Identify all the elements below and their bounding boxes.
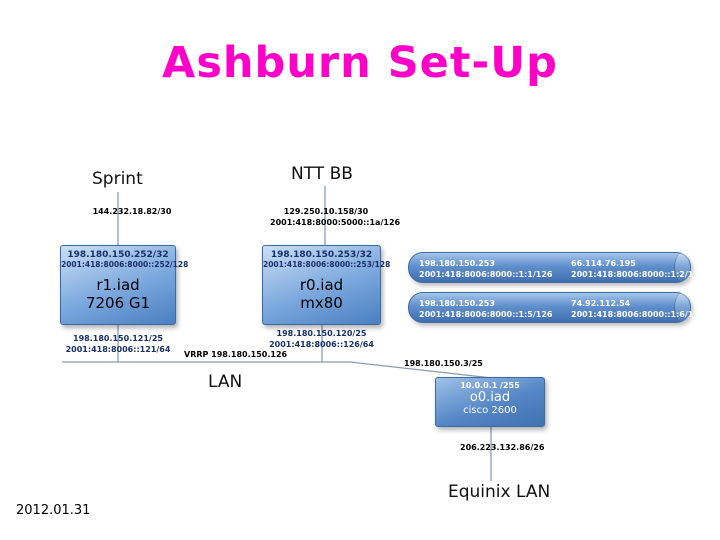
ntt-link-ipv6: 2001:418:8000:5000::1a/126 xyxy=(270,218,401,228)
r0-ipv4: 198.180.150.253/32 xyxy=(270,250,373,260)
r0-ipv6: 2001:418:8006:8000::253/128 xyxy=(263,260,391,269)
r1-model: 7206 G1 xyxy=(85,294,151,312)
o0-downlink-ip: 206.223.132.86/26 xyxy=(460,443,545,452)
tunnel-2-left-ipv6: 2001:418:8006:8000::1:5/126 xyxy=(419,310,553,320)
o0-ip: 10.0.0.1 /255 xyxy=(460,381,520,390)
page-title: Ashburn Set-Up xyxy=(162,38,558,88)
tunnel-2-cylinder: 198.180.150.253 2001:418:8006:8000::1:5/… xyxy=(408,292,704,323)
label-lan: LAN xyxy=(208,372,243,392)
r1-ipv6: 2001:418:8006:8000::252/128 xyxy=(61,260,189,269)
sprint-link-ip: 144.232.18.82/30 xyxy=(92,207,172,216)
r1-lan-ipv4: 198.180.150.121/25 xyxy=(73,334,163,343)
label-sprint: Sprint xyxy=(92,169,143,189)
tunnel-1-left-ipv4: 198.180.150.253 xyxy=(419,259,495,268)
label-equinix-lan: Equinix LAN xyxy=(448,482,551,502)
tunnel-1-left-endpoint: 198.180.150.253 2001:418:8006:8000::1:1/… xyxy=(419,258,552,280)
router-r1-box: 198.180.150.252/32 2001:418:8006:8000::2… xyxy=(60,245,189,325)
tunnel-1-cylinder: 198.180.150.253 2001:418:8006:8000::1:1/… xyxy=(408,252,704,283)
o0-uplink-ip: 198.180.150.3/25 xyxy=(404,359,483,368)
ntt-link-ips: 129.250.10.158/30 2001:418:8000:5000::1a… xyxy=(270,206,401,228)
tunnel-2-left-ipv4: 198.180.150.253 xyxy=(419,299,495,308)
r0-hostname: r0.iad xyxy=(299,276,344,294)
tunnel-1-left-ipv6: 2001:418:8006:8000::1:1/126 xyxy=(419,270,553,280)
r0-model: mx80 xyxy=(300,294,343,312)
lan-to-o0-line xyxy=(349,361,493,379)
switch-o0-box: 10.0.0.1 /255 o0.iad cisco 2600 xyxy=(435,377,545,427)
r1-hostname: r1.iad xyxy=(96,276,140,294)
tunnel-2-right-ipv6: 2001:418:8006:8000::1:6/126 xyxy=(571,310,705,320)
tunnel-1-right-endpoint: 66.114.76.195 2001:418:8006:8000::1:2/12… xyxy=(571,258,704,280)
tunnel-1-right-ipv4: 66.114.76.195 xyxy=(571,259,636,268)
r0-lan-ips: 198.180.150.120/25 2001:418:8006::126/64 xyxy=(262,328,381,350)
r1-lan-ipv6: 2001:418:8006::121/64 xyxy=(65,345,171,355)
o0-model: cisco 2600 xyxy=(463,405,517,416)
r0-lan-ipv6: 2001:418:8006::126/64 xyxy=(269,340,374,350)
r0-lan-ipv4: 198.180.150.120/25 xyxy=(276,329,367,338)
o0-hostname: o0.iad xyxy=(469,390,511,405)
r1-lan-ips: 198.180.150.121/25 2001:418:8006::121/64 xyxy=(60,333,176,355)
tunnel-2-right-endpoint: 74.92.112.54 2001:418:8006:8000::1:6/126 xyxy=(571,298,704,320)
tunnel-1-right-ipv6: 2001:418:8006:8000::1:2/126 xyxy=(571,270,705,280)
label-ntt-bb: NTT BB xyxy=(291,164,353,184)
slide-date: 2012.01.31 xyxy=(16,503,91,518)
r1-ipv4: 198.180.150.252/32 xyxy=(67,250,169,260)
tunnel-2-right-ipv4: 74.92.112.54 xyxy=(571,299,631,308)
router-r0-box: 198.180.150.253/32 2001:418:8006:8000::2… xyxy=(262,245,391,325)
tunnel-2-left-endpoint: 198.180.150.253 2001:418:8006:8000::1:5/… xyxy=(419,298,552,320)
ntt-link-ipv4: 129.250.10.158/30 xyxy=(283,207,369,216)
vrrp-label: VRRP 198.180.150.126 xyxy=(184,350,288,359)
